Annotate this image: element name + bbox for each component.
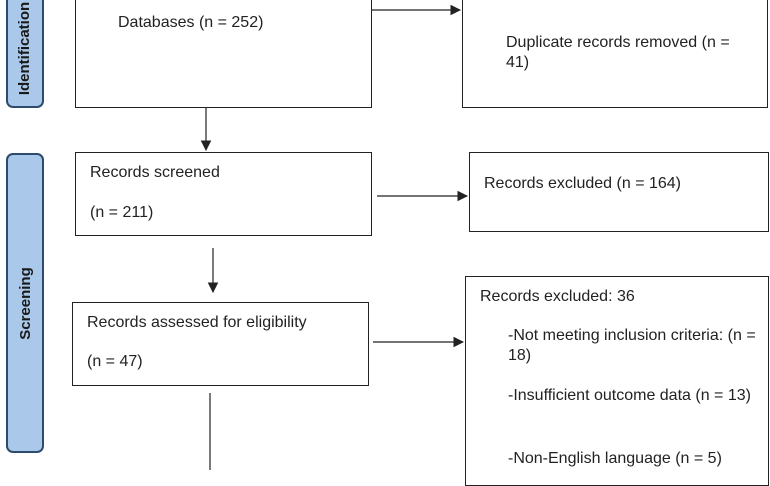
records-screened-count: (n = 211) (90, 204, 154, 221)
reason-item: -Not meeting inclusion criteria: (n = 18… (508, 327, 756, 364)
records-screened-title: Records screened (90, 164, 220, 181)
stage-identification-tab: Identification (6, 0, 44, 108)
reason-item: -Non-English language (n = 5) (508, 450, 722, 467)
connector-arrows (200, 4, 469, 470)
records-excluded-box: Records excluded (n = 164) (469, 152, 769, 232)
databases-text: Databases (n = 252) (118, 14, 264, 31)
reason-item: -Insufficient outcome data (n = 13) (508, 387, 751, 404)
records-excluded-reasons-box: Records excluded: 36 -Not meeting inclus… (465, 276, 769, 486)
duplicates-box: Duplicate records removed (n = 41) (462, 0, 768, 108)
records-assessed-box: Records assessed for eligibility (n = 47… (72, 302, 369, 386)
records-excluded-text: Records excluded (n = 164) (484, 175, 681, 192)
records-screened-box: Records screened (n = 211) (75, 152, 372, 236)
stage-screening-tab: Screening (6, 153, 44, 453)
records-assessed-title: Records assessed for eligibility (87, 314, 307, 331)
databases-box: Databases (n = 252) (75, 0, 372, 108)
records-assessed-count: (n = 47) (87, 353, 143, 370)
duplicates-text: Duplicate records removed (n = 41) (506, 34, 730, 71)
records-excluded-reasons-title: Records excluded: 36 (480, 288, 635, 305)
